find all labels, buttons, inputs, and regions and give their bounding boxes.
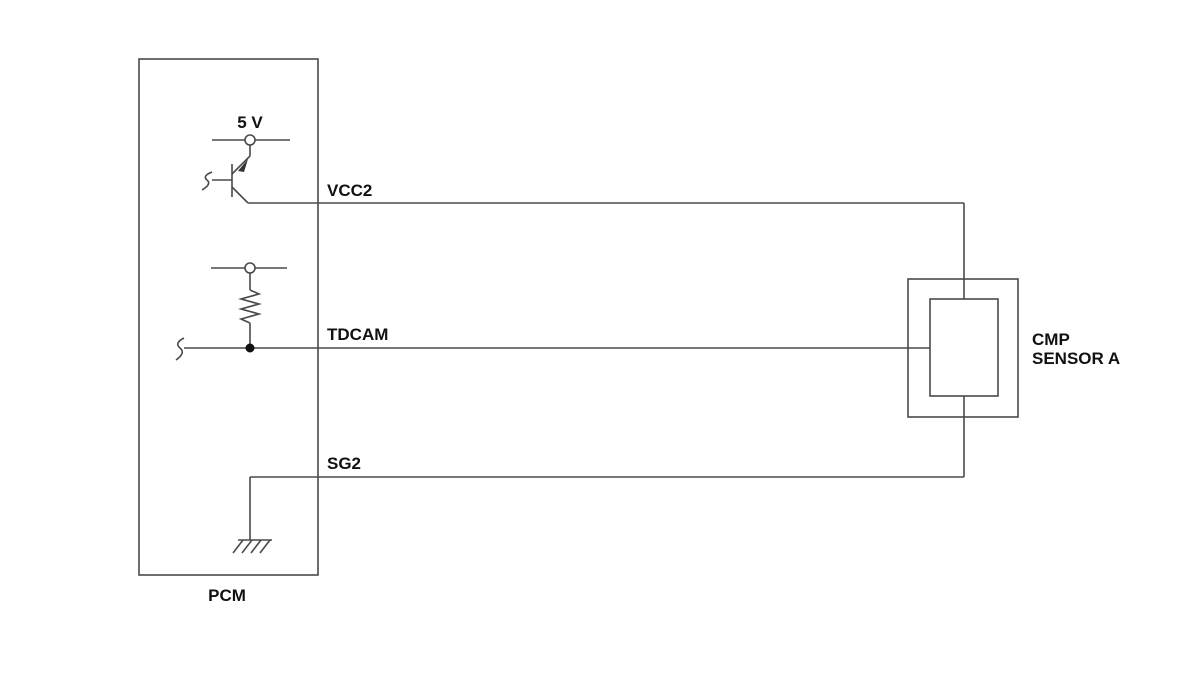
cmp-sensor: CMP SENSOR A [907, 278, 1120, 418]
ground-icon [232, 539, 272, 554]
vcc2-label: VCC2 [327, 181, 372, 200]
tdcam-label: TDCAM [327, 325, 388, 344]
pcm-box [138, 58, 319, 576]
pcm-label: PCM [208, 586, 246, 605]
transistor-symbol: 5 V [201, 113, 290, 204]
junction-dot [245, 343, 255, 353]
sg2-label: SG2 [327, 454, 361, 473]
sg2-wire: SG2 [249, 396, 965, 540]
voltage-label: 5 V [237, 113, 263, 132]
vcc2-wire: VCC2 [248, 181, 965, 299]
resistor-symbol [211, 262, 287, 348]
tdcam-wire: TDCAM [175, 325, 930, 361]
sensor-label-line1: CMP [1032, 330, 1070, 349]
sensor-label-line2: SENSOR A [1032, 349, 1120, 368]
